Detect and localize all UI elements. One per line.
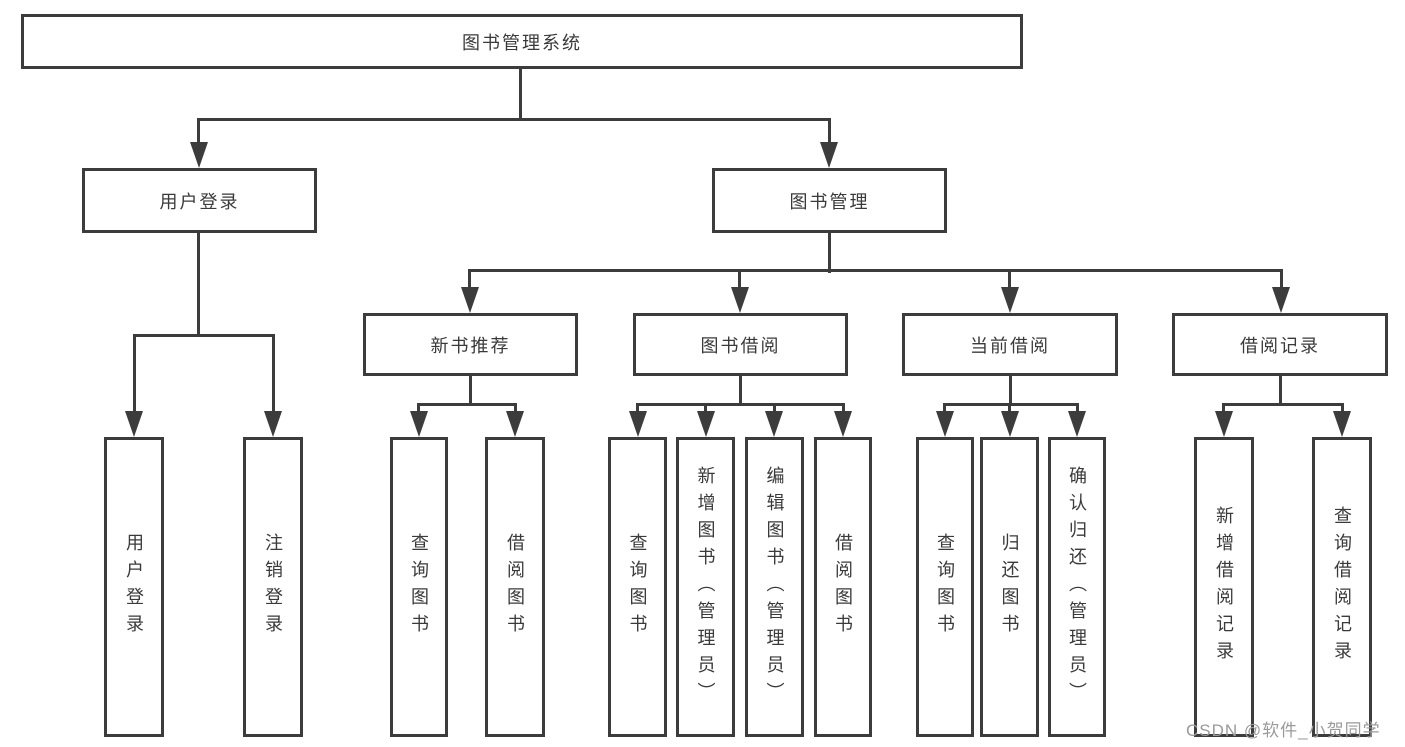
leaf-label: 用户登录 [124,533,144,641]
connector-line [828,118,831,146]
leaf-label: 借阅图书 [833,533,853,641]
arrow-down-icon [936,411,954,437]
connector-line [417,403,517,406]
leaf-label: 借阅图书 [505,533,525,641]
leaf-label: 确认归还（管理员） [1067,465,1087,709]
connector-line [773,403,776,414]
leaf-query-books-recommend: 查询图书 [390,437,448,737]
connector-line [133,334,136,414]
connector-line [842,403,845,414]
connector-line [738,269,741,291]
leaf-label: 新增图书（管理员） [695,465,716,709]
leaf-borrow-books-recommend: 借阅图书 [485,437,545,737]
arrow-down-icon [1215,411,1233,437]
arrow-down-icon [1333,411,1351,437]
node-label: 新书推荐 [430,335,511,356]
leaf-label: 查询借阅记录 [1332,506,1352,668]
connector-line [943,403,946,414]
connector-line [1280,269,1283,291]
arrow-down-icon [731,287,749,313]
connector-line [1222,403,1344,406]
arrow-down-icon [1272,287,1290,313]
connector-line [636,403,845,406]
node-label: 图书借阅 [700,335,781,356]
arrow-down-icon [125,411,143,437]
arrow-down-icon [1001,411,1019,437]
arrow-down-icon [461,287,479,313]
connector-line [469,376,472,406]
arrow-down-icon [820,142,838,168]
arrow-down-icon [264,411,282,437]
leaf-logout: 注销登录 [243,437,303,737]
leaf-label: 编辑图书（管理员） [764,465,785,709]
leaf-label: 注销登录 [263,533,283,641]
node-book-management: 图书管理 [712,168,947,233]
leaf-add-books-admin: 新增图书（管理员） [676,437,735,737]
connector-line [1009,376,1012,406]
connector-line [1076,403,1079,414]
node-user-login: 用户登录 [82,168,317,233]
arrow-down-icon [765,411,783,437]
connector-line [468,269,471,291]
connector-line [1008,269,1011,291]
node-label: 图书管理 [789,191,870,212]
connector-line [636,403,639,414]
connector-line [943,403,1079,406]
connector-line [197,118,831,121]
arrow-down-icon [506,411,524,437]
connector-line [197,233,200,337]
leaf-label: 归还图书 [999,533,1020,641]
node-library-system: 图书管理系统 [21,14,1023,69]
connector-line [704,403,707,414]
node-label: 当前借阅 [970,335,1050,356]
connector-line [514,403,517,414]
leaf-label: 查询图书 [409,533,429,641]
arrow-down-icon [834,411,852,437]
node-current-borrowing: 当前借阅 [902,313,1118,376]
leaf-label: 新增借阅记录 [1214,506,1234,668]
leaf-query-books-current: 查询图书 [916,437,974,737]
arrow-down-icon [190,142,208,168]
connector-line [272,334,275,414]
connector-line [417,403,420,414]
arrow-down-icon [1068,411,1086,437]
leaf-return-books: 归还图书 [980,437,1039,737]
leaf-label: 查询图书 [935,533,955,641]
connector-line [1279,376,1282,406]
leaf-add-borrow-record: 新增借阅记录 [1194,437,1254,737]
leaf-borrow-books: 借阅图书 [814,437,872,737]
node-label: 用户登录 [159,191,240,212]
arrow-down-icon [697,411,715,437]
leaf-user-login: 用户登录 [104,437,164,737]
csdn-watermark: CSDN @软件_小贺同学 [1186,721,1381,740]
connector-line [468,269,1283,272]
connector-line [1222,403,1225,414]
leaf-confirm-return-admin: 确认归还（管理员） [1048,437,1106,737]
connector-line [828,233,831,273]
arrow-down-icon [1001,287,1019,313]
connector-line [197,118,200,146]
leaf-query-borrow-record: 查询借阅记录 [1312,437,1372,737]
leaf-query-books-borrowing: 查询图书 [608,437,667,737]
connector-line [519,69,522,121]
connector-line [1341,403,1344,414]
connector-line [1008,403,1011,414]
leaf-edit-books-admin: 编辑图书（管理员） [745,437,804,737]
connector-line [739,376,742,406]
leaf-label: 查询图书 [627,533,648,641]
arrow-down-icon [410,411,428,437]
node-book-borrowing: 图书借阅 [633,313,848,376]
node-new-book-recommend: 新书推荐 [363,313,578,376]
node-label: 借阅记录 [1240,335,1320,356]
node-borrowing-records: 借阅记录 [1172,313,1388,376]
arrow-down-icon [629,411,647,437]
connector-line [133,334,275,337]
node-label: 图书管理系统 [462,32,582,53]
